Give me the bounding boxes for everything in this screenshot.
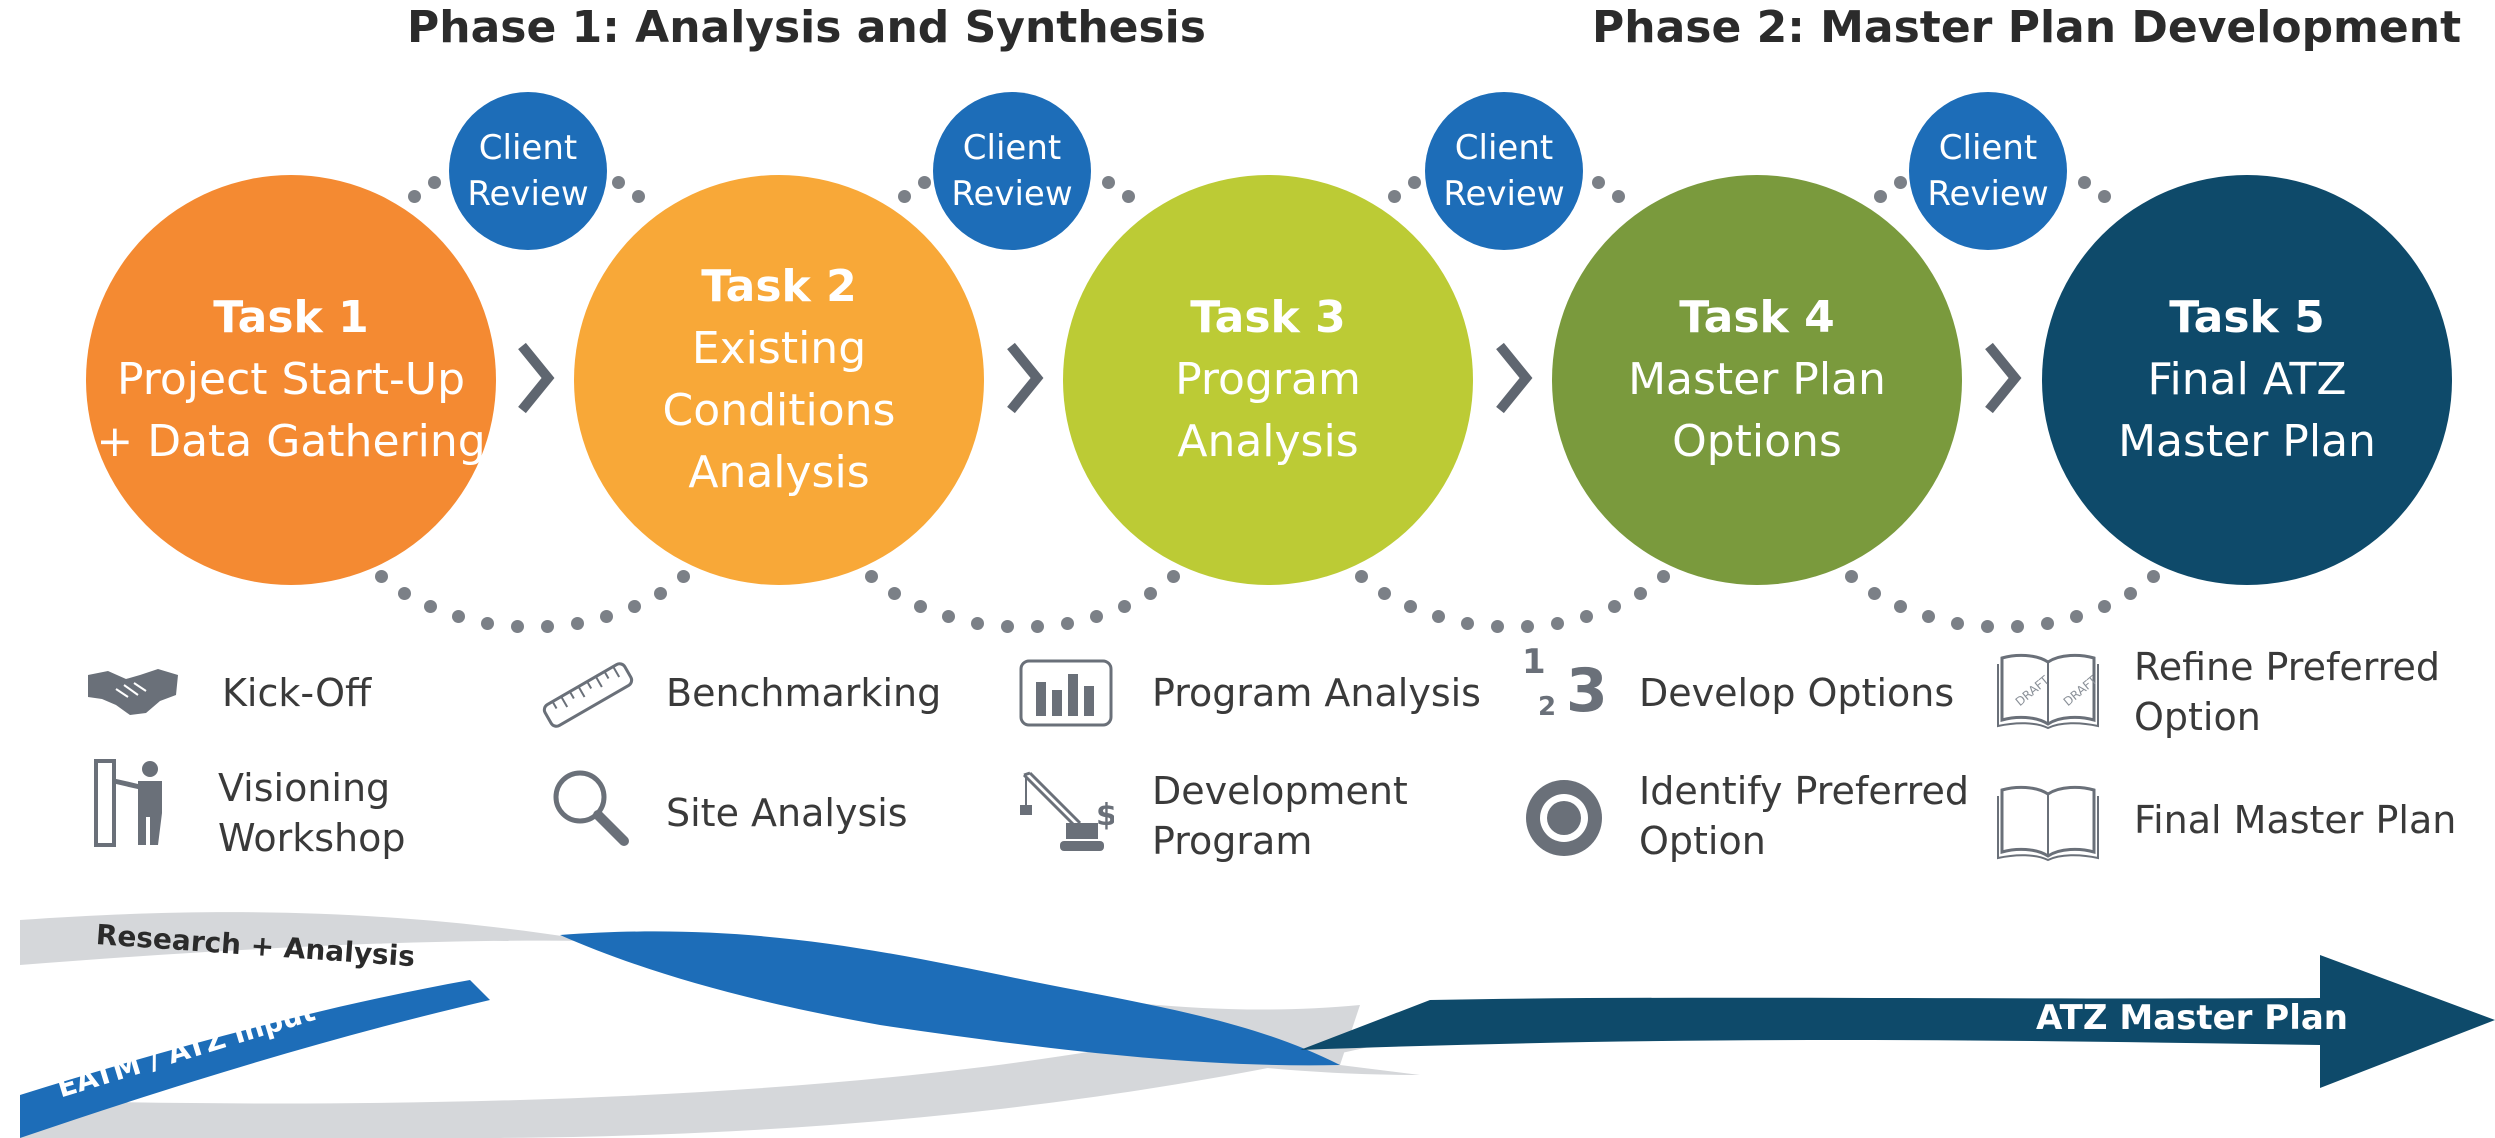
client-review-3: Client Review (1425, 92, 1583, 250)
svg-text:DRAFT: DRAFT (2013, 673, 2053, 709)
activity-visioning-workshop: Visioning Workshop (218, 766, 406, 860)
chevron-right-icon (1007, 342, 1044, 414)
task-3-circle: Task 3 Program Analysis (1063, 175, 1473, 585)
task-3-label: Program Analysis (1175, 354, 1361, 467)
crane-icon: $ (1020, 771, 1114, 851)
activity-identify-preferred-option: Identify Preferred Option (1639, 769, 1969, 863)
task-4-title: Task 4 (1679, 292, 1835, 343)
task-2-title: Task 2 (701, 261, 857, 312)
client-review-1: Client Review (449, 92, 607, 250)
phase-1-title: Phase 1: Analysis and Synthesis (407, 2, 1206, 53)
client-review-2: Client Review (933, 92, 1091, 250)
flow-bands (20, 912, 2495, 1138)
task-1-label: Project Start-Up + Data Gathering (96, 354, 486, 467)
presenter-icon (94, 759, 162, 847)
bar-chart-icon (1019, 659, 1113, 727)
task-5-title: Task 5 (2169, 292, 2325, 343)
task-5-circle: Task 5 Final ATZ Master Plan (2042, 175, 2452, 585)
task-2-label: Existing Conditions Analysis (662, 323, 896, 498)
client-review-4: Client Review (1909, 92, 2067, 250)
chevron-right-icon (1496, 342, 1533, 414)
task-1-circle: Task 1 Project Start-Up + Data Gathering (86, 175, 496, 585)
atz-master-plan-label: ATZ Master Plan (2036, 998, 2349, 1038)
draft-book-icon: DRAFT DRAFT (1997, 653, 2100, 730)
task-1-title: Task 1 (213, 292, 369, 343)
phase-2-title: Phase 2: Master Plan Development (1592, 2, 2462, 53)
activity-benchmarking: Benchmarking (666, 671, 942, 715)
task-2-circle: Task 2 Existing Conditions Analysis (574, 175, 984, 585)
chevron-right-icon (1985, 342, 2022, 414)
output-arrow (1300, 955, 2495, 1088)
numbers-icon: 1 2 3 (1522, 642, 1608, 726)
magnifier-icon (553, 770, 629, 846)
task-5-label: Final ATZ Master Plan (2118, 354, 2376, 467)
task-3-title: Task 3 (1190, 292, 1346, 343)
activity-development-program: Development Program (1152, 769, 1408, 863)
task-4-circle: Task 4 Master Plan Options (1552, 175, 1962, 585)
svg-text:$: $ (1096, 798, 1114, 833)
target-icon (1526, 780, 1602, 856)
blue-band-lower (20, 980, 490, 1138)
task-4-label: Master Plan Options (1628, 354, 1886, 467)
activity-kick-off: Kick-Off (222, 671, 372, 715)
ruler-icon (542, 662, 634, 728)
activity-final-master-plan: Final Master Plan (2134, 798, 2457, 842)
activity-refine-preferred-option: Refine Preferred Option (2134, 645, 2440, 739)
activity-develop-options: Develop Options (1639, 671, 1955, 715)
handshake-icon (88, 669, 178, 715)
activity-site-analysis: Site Analysis (666, 791, 908, 835)
open-book-icon (1997, 785, 2099, 862)
gray-band-lower (20, 1030, 1440, 1138)
blue-band-upper (560, 931, 1340, 1066)
chevron-right-icon (518, 342, 555, 414)
activity-program-analysis: Program Analysis (1152, 671, 1481, 715)
